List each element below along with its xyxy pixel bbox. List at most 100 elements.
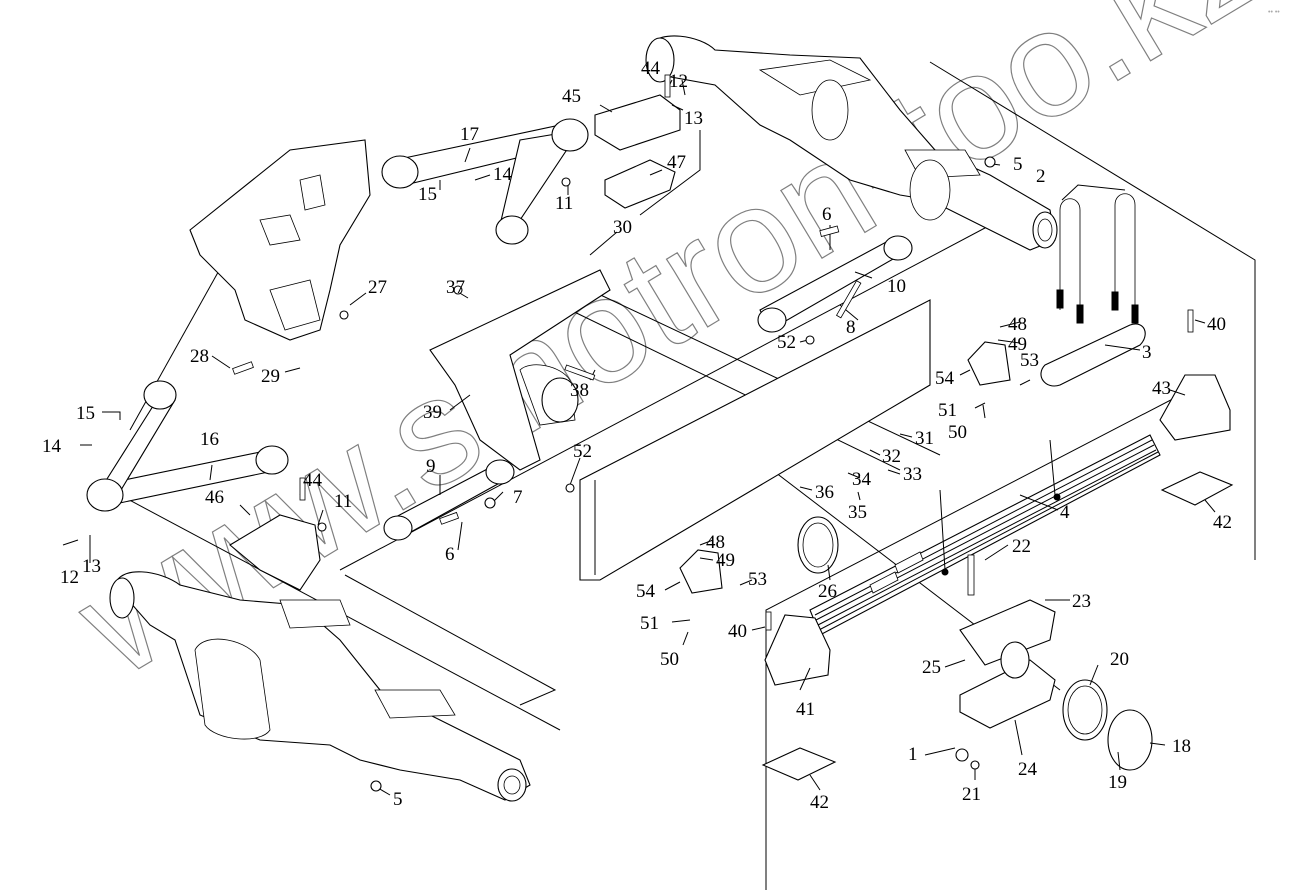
callout-24: 24 bbox=[1018, 759, 1038, 780]
end-cover-19 bbox=[1107, 709, 1153, 771]
callout-50-upper: 50 bbox=[948, 422, 967, 443]
callout-33: 33 bbox=[903, 464, 922, 485]
callout-45: 45 bbox=[562, 86, 581, 107]
callout-30: 30 bbox=[613, 217, 632, 238]
callout-54-upper: 54 bbox=[935, 368, 955, 389]
callout-11-upper: 11 bbox=[555, 193, 573, 214]
leaf-spring bbox=[809, 434, 1161, 636]
callout-42-lower: 42 bbox=[810, 792, 829, 813]
hardware bbox=[232, 74, 1194, 792]
callout-51-lower: 51 bbox=[640, 613, 659, 634]
center-panel-outline bbox=[765, 389, 1191, 890]
callout-27: 27 bbox=[368, 277, 387, 298]
callout-7: 7 bbox=[513, 487, 523, 508]
callout-28: 28 bbox=[190, 346, 209, 367]
callout-10: 10 bbox=[887, 276, 906, 297]
leader-lines bbox=[62, 79, 1216, 796]
callout-44-lower: 44 bbox=[303, 470, 323, 491]
frame-guide-1 bbox=[559, 304, 901, 471]
callout-6-upper: 6 bbox=[822, 204, 832, 225]
callout-23: 23 bbox=[1072, 591, 1091, 612]
balancer-bracket bbox=[429, 269, 611, 471]
upper-bracket-guide bbox=[639, 130, 701, 216]
frame-rail bbox=[579, 299, 931, 581]
callout-54-lower: 54 bbox=[636, 581, 656, 602]
spring-seat-cap bbox=[1040, 323, 1146, 387]
lower-panel-outline bbox=[344, 574, 557, 706]
callout-53-upper: 53 bbox=[1020, 350, 1039, 371]
callout-18: 18 bbox=[1172, 736, 1191, 757]
callout-25: 25 bbox=[922, 657, 941, 678]
seal-ring-20 bbox=[1062, 679, 1108, 741]
diagonal-guide bbox=[339, 219, 1001, 571]
callout-21: 21 bbox=[962, 784, 981, 805]
callout-15-upper: 15 bbox=[418, 184, 437, 205]
lower-axle-housing bbox=[109, 571, 531, 802]
callout-11-lower: 11 bbox=[334, 491, 352, 512]
corner-mark: •• •• bbox=[1268, 9, 1280, 16]
callout-39: 39 bbox=[423, 402, 442, 423]
torque-rod-9 bbox=[383, 459, 515, 541]
upper-rod-bracket-45 bbox=[594, 94, 681, 151]
callout-2: 2 bbox=[1036, 166, 1046, 187]
callout-9: 9 bbox=[426, 456, 436, 477]
callout-36: 36 bbox=[815, 482, 834, 503]
callout-52-upper: 52 bbox=[777, 332, 796, 353]
callout-48-lower: 48 bbox=[706, 532, 725, 553]
callout-37: 37 bbox=[446, 277, 465, 298]
frame-guide-2 bbox=[589, 289, 941, 456]
callout-20: 20 bbox=[1110, 649, 1129, 670]
callout-53-lower: 53 bbox=[748, 569, 767, 590]
callout-38: 38 bbox=[570, 380, 589, 401]
callout-12-upper: 12 bbox=[669, 71, 688, 92]
callout-16: 16 bbox=[200, 429, 219, 450]
callout-14-upper: 14 bbox=[493, 164, 513, 185]
callout-5-upper: 5 bbox=[1013, 154, 1023, 175]
callout-labels: 1 2 3 4 5 5 6 6 7 8 9 10 11 11 12 12 13 … bbox=[42, 58, 1232, 813]
callout-12-lower: 12 bbox=[60, 567, 79, 588]
bracket-plate-42-right bbox=[1160, 471, 1234, 506]
callout-3: 3 bbox=[1142, 342, 1152, 363]
callout-41: 41 bbox=[796, 699, 815, 720]
callout-4: 4 bbox=[1060, 502, 1070, 523]
callout-46: 46 bbox=[205, 487, 224, 508]
callout-35: 35 bbox=[848, 502, 867, 523]
callout-31: 31 bbox=[915, 428, 934, 449]
left-frame-bracket bbox=[189, 139, 371, 341]
lower-v-rod bbox=[86, 380, 289, 512]
callout-34: 34 bbox=[852, 469, 872, 490]
callout-17: 17 bbox=[460, 124, 479, 145]
callout-50-lower: 50 bbox=[660, 649, 679, 670]
callout-40-right: 40 bbox=[1207, 314, 1226, 335]
callout-52-lower: 52 bbox=[573, 441, 592, 462]
callout-47: 47 bbox=[667, 152, 686, 173]
right-panel-outline bbox=[929, 61, 1256, 560]
callout-49-upper: 49 bbox=[1008, 334, 1027, 355]
callout-44-upper: 44 bbox=[641, 58, 661, 79]
callout-13-upper: 13 bbox=[684, 108, 703, 129]
callout-15-lower: 15 bbox=[76, 403, 95, 424]
upper-axle-housing bbox=[645, 35, 1058, 251]
bump-stop-bracket-54-upper bbox=[967, 341, 1011, 386]
callout-49-lower: 49 bbox=[716, 550, 735, 571]
callout-42-right: 42 bbox=[1213, 512, 1232, 533]
callout-14-lower: 14 bbox=[42, 436, 62, 457]
callout-40-lower: 40 bbox=[728, 621, 747, 642]
u-bolts bbox=[1056, 193, 1139, 324]
upper-v-rod bbox=[381, 118, 589, 245]
lower-rod-bracket-46 bbox=[229, 514, 321, 591]
bump-stop-bracket-54-lower bbox=[679, 549, 723, 594]
callout-32: 32 bbox=[882, 446, 901, 467]
callout-19: 19 bbox=[1108, 772, 1127, 793]
torque-rod-10 bbox=[757, 235, 913, 333]
callout-8: 8 bbox=[846, 317, 856, 338]
spring-seat-body bbox=[959, 599, 1056, 729]
callout-43: 43 bbox=[1152, 378, 1171, 399]
callout-29: 29 bbox=[261, 366, 280, 387]
callout-1: 1 bbox=[908, 744, 918, 765]
callout-13-lower: 13 bbox=[82, 556, 101, 577]
bracket-plate-42-lower bbox=[761, 747, 837, 781]
callout-26: 26 bbox=[818, 581, 837, 602]
